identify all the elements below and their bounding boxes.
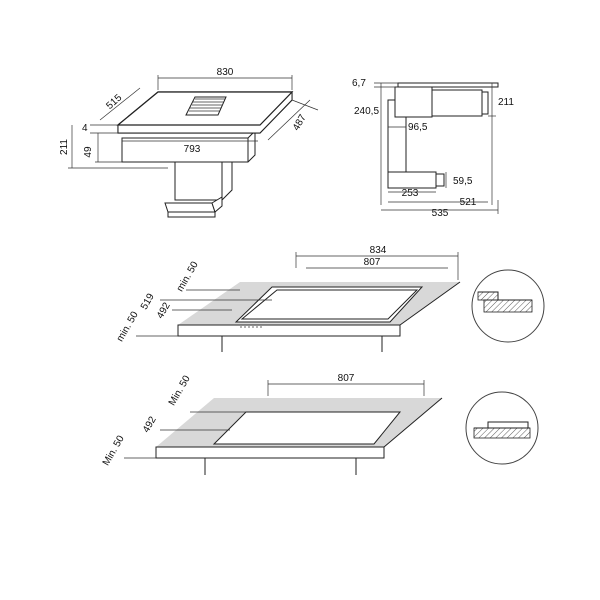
dim-duct-240-5: 240,5 bbox=[354, 106, 379, 117]
dim-depth-521: 521 bbox=[460, 197, 477, 208]
duct-elbow bbox=[394, 86, 433, 118]
dim-height-211: 211 bbox=[498, 97, 514, 108]
cutout-top bbox=[212, 411, 402, 445]
dim-outlet-59-5: 59,5 bbox=[453, 176, 473, 187]
vent-grille bbox=[185, 96, 227, 116]
side-profile-view: 6,7 240,5 96,5 211 59,5 253 521 535 bbox=[352, 78, 514, 219]
fan-base-side bbox=[211, 196, 223, 213]
dim-glass-6-7: 6,7 bbox=[352, 78, 366, 89]
dim-flush-519: 519 bbox=[139, 291, 157, 311]
body-profile bbox=[431, 89, 483, 117]
min-back-flush: min. 50 bbox=[175, 259, 201, 293]
min-back-top: Min. 50 bbox=[167, 373, 193, 407]
dim-body-49: 49 bbox=[83, 146, 94, 158]
min-front-flush: min. 50 bbox=[115, 309, 141, 343]
dim-flush-834: 834 bbox=[370, 245, 387, 256]
dim-cutout-793: 793 bbox=[184, 144, 201, 155]
dim-outlet-253: 253 bbox=[402, 188, 419, 199]
dim-total-211: 211 bbox=[59, 139, 70, 155]
worktop-front-edge bbox=[177, 324, 401, 337]
dim-depth-515: 515 bbox=[104, 92, 124, 112]
detail-circle-flush bbox=[471, 269, 545, 343]
detail-circle-top bbox=[465, 391, 539, 465]
dim-glass-4: 4 bbox=[82, 123, 88, 134]
glass-profile bbox=[397, 82, 499, 88]
dim-depth-535: 535 bbox=[432, 208, 449, 219]
duct-outlet bbox=[387, 171, 437, 189]
min-front-top: Min. 50 bbox=[101, 433, 127, 467]
dim-duct-96-5: 96,5 bbox=[408, 122, 428, 133]
hob-perspective-view: 830 515 4 49 211 793 487 bbox=[59, 67, 319, 218]
fan-box-front bbox=[174, 159, 223, 201]
dim-width-830: 830 bbox=[217, 67, 234, 78]
top-mount-installation-view: 807 Min. 50 492 Min. 50 bbox=[101, 373, 539, 475]
fan-base-top bbox=[164, 202, 216, 213]
worktop-top-edge bbox=[155, 446, 385, 459]
dim-flush-807: 807 bbox=[364, 257, 381, 268]
dim-flush-492: 492 bbox=[155, 300, 173, 320]
dim-top-492: 492 bbox=[141, 414, 159, 434]
dim-top-807: 807 bbox=[338, 373, 355, 384]
fan-base-front bbox=[167, 211, 216, 218]
flush-installation-view: 834 807 min. 50 519 492 min. 50 bbox=[115, 245, 545, 352]
